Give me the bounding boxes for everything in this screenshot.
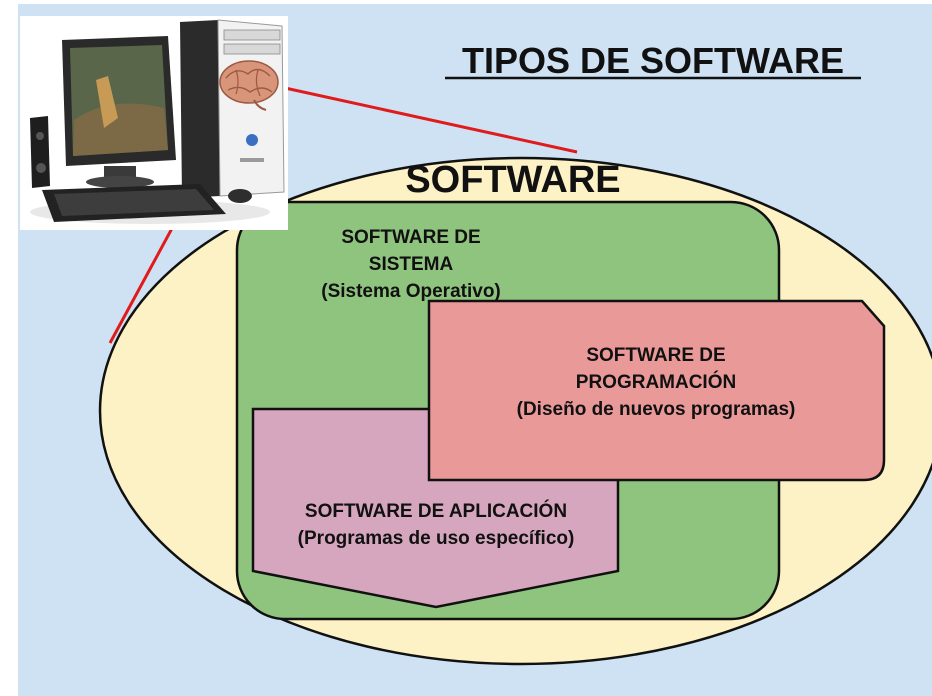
programacion-label-line2: PROGRAMACIÓN: [576, 371, 736, 393]
connector-line-top: [284, 86, 578, 154]
sistema-label-line3: (Sistema Operativo): [321, 281, 501, 302]
programacion-label-line1: SOFTWARE DE: [586, 345, 725, 366]
aplicacion-label-line1: SOFTWARE DE APLICACIÓN: [305, 500, 567, 522]
desktop-computer-icon: [20, 16, 288, 230]
aplicacion-label-line2: (Programas de uso específico): [298, 528, 575, 549]
sistema-label-line2: SISTEMA: [369, 254, 454, 275]
brain-icon: [219, 60, 279, 111]
software-programacion-shape: [427, 299, 886, 482]
page-title: TIPOS DE SOFTWARE: [462, 40, 844, 81]
sistema-label-line1: SOFTWARE DE: [341, 227, 480, 248]
software-outer-label: SOFTWARE: [405, 159, 620, 201]
programacion-label-line3: (Diseño de nuevos programas): [517, 399, 796, 420]
